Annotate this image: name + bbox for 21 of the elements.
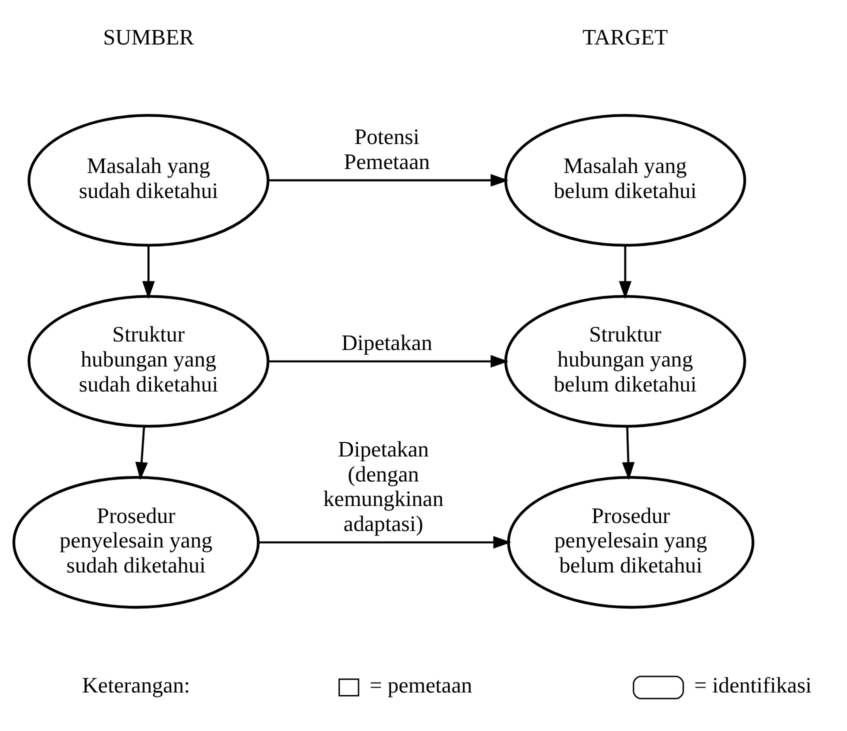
edge-label: Dipetakan <box>341 330 432 356</box>
arrow <box>268 174 509 187</box>
edge-label: Dipetakan (dengan kemungkinan adaptasi) <box>323 436 444 536</box>
arrow <box>268 355 509 368</box>
node-ellipse: Struktur hubungan yang sudah diketahui <box>28 295 270 428</box>
arrow <box>622 426 635 480</box>
label: Keterangan: <box>82 672 190 698</box>
arrow <box>618 246 632 300</box>
legend-label: = identifikasi <box>694 672 812 698</box>
node-ellipse: Struktur hubungan yang belum diketahui <box>504 295 746 428</box>
node-ellipse: Prosedur penyelesain yang sudah diketahui <box>12 476 260 609</box>
legend-label: = pemetaan <box>370 672 472 698</box>
arrow <box>135 426 148 480</box>
node-ellipse: Masalah yang sudah diketahui <box>28 114 270 247</box>
node-ellipse: Prosedur penyelesain yang belum diketahui <box>507 476 754 609</box>
arrow <box>258 536 512 549</box>
edge-label: Potensi Pemetaan <box>344 124 430 174</box>
arrow <box>142 246 155 300</box>
label: SUMBER <box>103 24 194 50</box>
label: TARGET <box>582 24 668 50</box>
node-ellipse: Masalah yang belum diketahui <box>504 114 746 247</box>
